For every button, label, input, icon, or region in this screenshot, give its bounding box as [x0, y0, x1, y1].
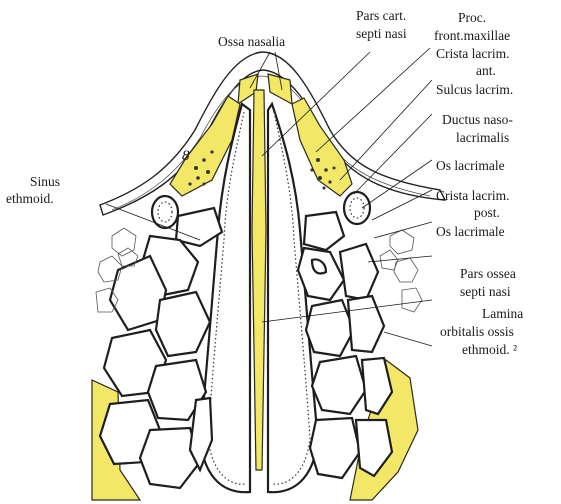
label-lamina-line2: orbitalis ossis: [440, 324, 514, 339]
ethmoid-cells-right: [298, 212, 392, 478]
septum: [252, 90, 266, 470]
label-pars-cart-line1: Pars cart.: [356, 8, 406, 23]
ethmoid-cells-left: [100, 208, 222, 488]
label-sinus-line1: Sinus: [30, 174, 60, 189]
label-proc-line2: front.maxillae: [434, 28, 510, 43]
label-crista-post-line2: post.: [474, 205, 500, 220]
label-crista-ant-line2: ant.: [476, 63, 496, 78]
label-pars-cart-line2: septi nasi: [356, 26, 407, 41]
label-crista-post-line1: Crista lacrim.: [436, 188, 509, 203]
label-os-lacrimale-1: Os lacrimale: [436, 158, 505, 173]
label-ossa-nasalia: Ossa nasalia: [218, 34, 285, 49]
label-sinus-line2: ethmoid.: [6, 191, 54, 206]
label-crista-ant-line1: Crista lacrim.: [436, 46, 509, 61]
leader-crista-post: [374, 222, 432, 238]
leader-ductus: [362, 160, 432, 208]
leader-lamina: [384, 332, 432, 346]
label-proc-line1: Proc.: [458, 10, 486, 25]
leader-proc-front: [316, 48, 430, 152]
label-lamina-line3: ethmoid. ²: [462, 342, 517, 357]
label-os-lacrimale-2: Os lacrimale: [436, 224, 505, 239]
label-pars-ossea-line2: septi nasi: [460, 284, 511, 299]
label-ductus-line2: lacrimalis: [456, 130, 509, 145]
handwritten-mark: 8: [182, 148, 190, 164]
nasal-bones: [238, 74, 292, 104]
label-sulcus: Sulcus lacrim.: [436, 82, 513, 97]
label-lamina-line1: Lamina: [482, 306, 523, 321]
leader-crista-ant: [340, 80, 432, 180]
label-ductus-line1: Ductus naso-: [442, 112, 513, 127]
label-pars-ossea-line1: Pars ossea: [460, 266, 516, 281]
